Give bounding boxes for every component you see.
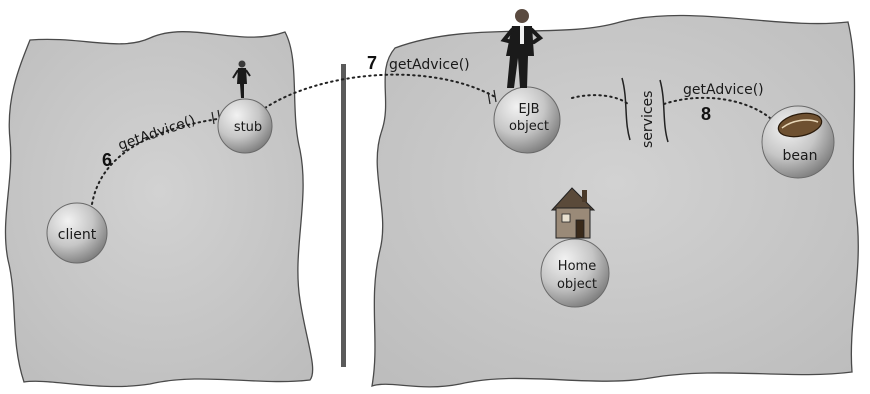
client-label: client	[58, 227, 97, 243]
client-node[interactable]: client	[46, 202, 108, 264]
step-6-number: 6	[102, 150, 112, 170]
stub-label: stub	[234, 120, 262, 135]
ejb-label-line2: object	[509, 119, 549, 134]
house-icon	[550, 187, 596, 239]
call-path-stub-ejb	[264, 73, 498, 109]
home-label-line1: Home	[558, 259, 596, 274]
call-path-services-bean	[663, 96, 771, 119]
server-machine-area	[371, 14, 859, 388]
businessman-figure-icon	[232, 60, 251, 98]
client-machine-area	[4, 31, 314, 388]
step-8-number: 8	[701, 104, 711, 124]
home-label-line2: object	[557, 277, 597, 292]
services-bracket-right	[659, 79, 669, 143]
call-label-services-bean: getAdvice()	[683, 82, 764, 98]
businessman-figure-large-icon	[500, 9, 544, 88]
step-7-number: 7	[367, 53, 377, 73]
bean-node[interactable]: bean	[761, 105, 835, 179]
home-object-node[interactable]: Home object	[540, 238, 610, 308]
ejb-endpoint-mark	[487, 89, 497, 105]
ejb-object-node[interactable]: EJB object	[493, 86, 561, 154]
bean-label: bean	[783, 148, 818, 164]
bean-icon	[777, 112, 823, 138]
call-path-client-stub	[91, 117, 225, 205]
network-divider	[341, 64, 346, 367]
services-label: services	[640, 91, 656, 148]
stub-node[interactable]: stub	[217, 98, 273, 154]
ejb-label-line1: EJB	[519, 102, 540, 117]
call-label-stub-ejb: getAdvice()	[389, 57, 470, 73]
services-bracket-left	[621, 77, 631, 141]
